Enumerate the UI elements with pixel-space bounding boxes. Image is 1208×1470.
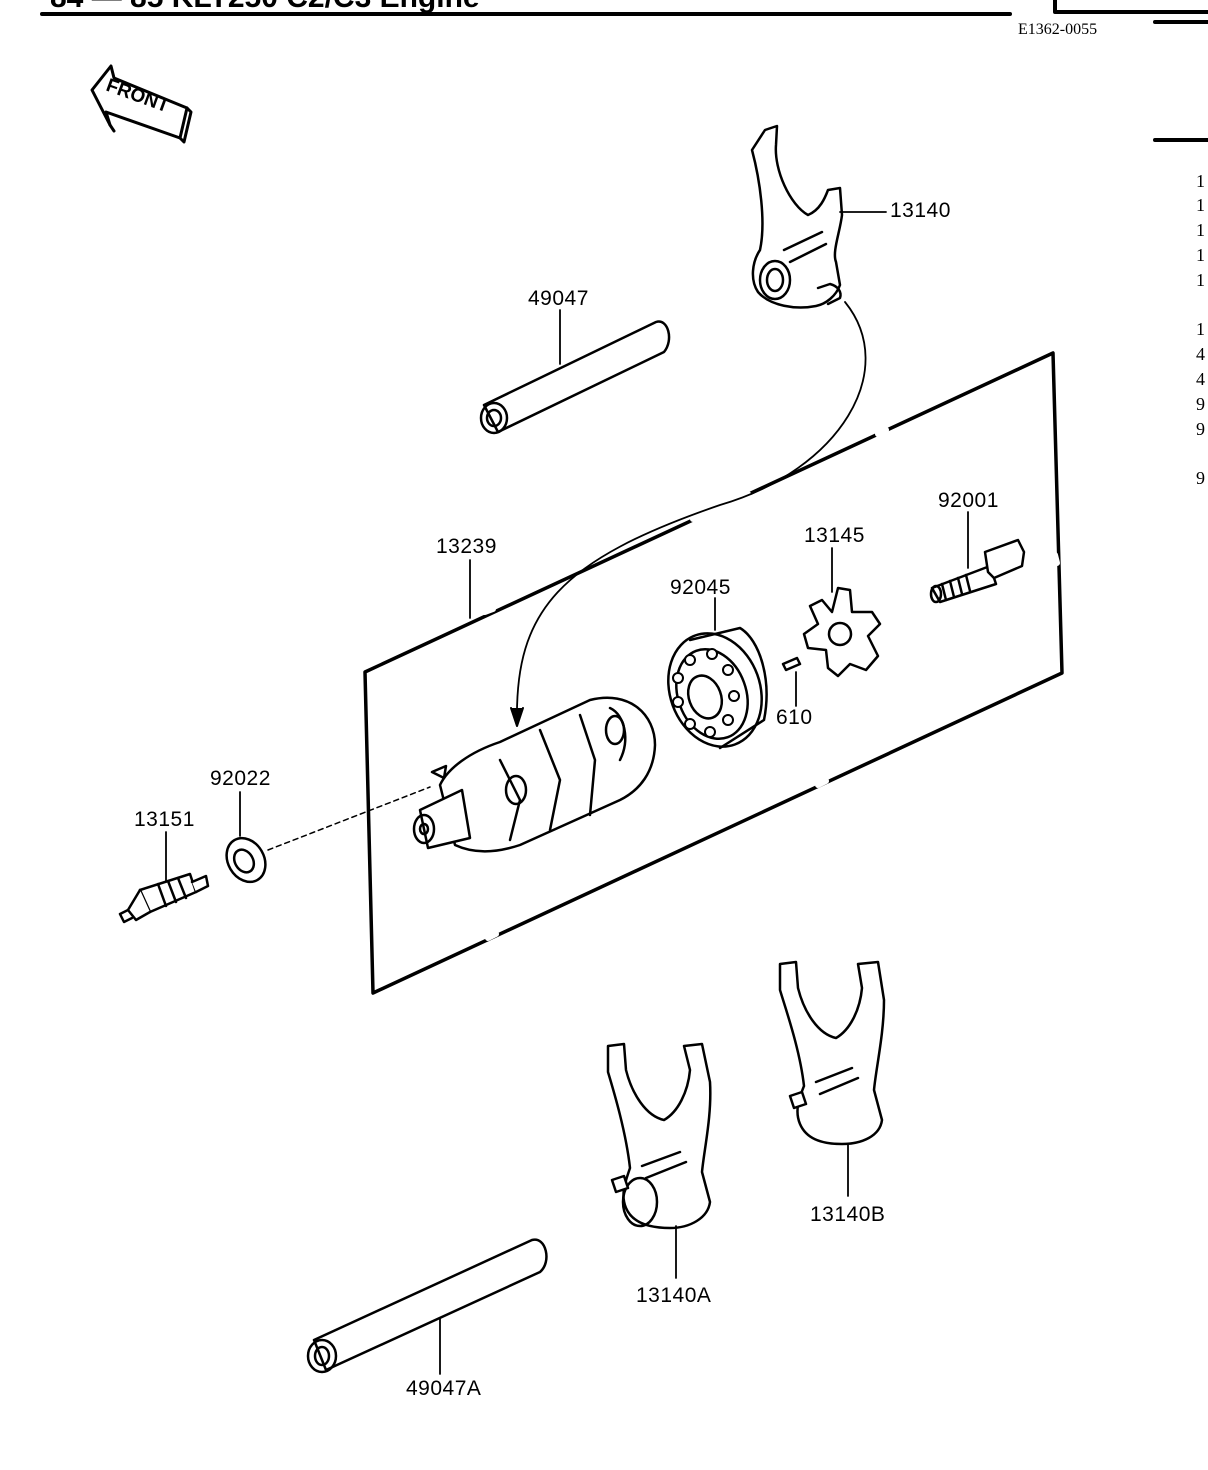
switch-13151 (118, 872, 210, 924)
pin-610 (781, 656, 802, 672)
shift-fork-13140A (606, 1042, 712, 1230)
side-list-item: 1 (1196, 319, 1205, 339)
bolt-92001 (929, 538, 1026, 604)
assembly-guide-curve (516, 301, 867, 723)
side-list-item: 1 (1196, 245, 1205, 265)
assembly-boundary (363, 351, 1064, 995)
part-label-13140B: 13140B (810, 1203, 886, 1226)
side-list-item: 9 (1196, 468, 1205, 488)
part-label-92001: 92001 (938, 489, 999, 512)
shift-fork-13140 (750, 124, 844, 309)
part-label-92045: 92045 (670, 576, 731, 599)
side-list-item: 1 (1196, 220, 1205, 240)
washer-92022 (225, 836, 267, 884)
side-list-item: 1 (1196, 171, 1205, 191)
star-plate-13145 (802, 586, 882, 678)
part-label-49047: 49047 (528, 287, 589, 310)
side-list-item: 1 (1196, 195, 1205, 215)
part-label-13140: 13140 (890, 199, 951, 222)
part-label-13145: 13145 (804, 524, 865, 547)
side-list-item: 9 (1196, 394, 1205, 414)
guide-arrowhead (510, 707, 524, 727)
side-list-item: 4 (1196, 369, 1205, 389)
part-label-49047A: 49047A (406, 1377, 482, 1400)
axis-dashed-line (267, 786, 431, 851)
shift-fork-13140B (778, 960, 886, 1146)
part-label-92022: 92022 (210, 767, 271, 790)
part-label-610: 610 (776, 706, 813, 729)
reference-code: E1362-0055 (1018, 21, 1098, 38)
side-list-item: 9 (1196, 419, 1205, 439)
front-arrow-icon: FRONT (90, 64, 193, 144)
shift-drum (412, 696, 657, 853)
header-box (1053, 0, 1208, 14)
page-title: 84 — 85 KLT250 C2/C3 Engine (50, 0, 480, 13)
shaft-49047A (306, 1238, 548, 1374)
side-list-item: 4 (1196, 344, 1205, 364)
shaft-49047 (479, 320, 671, 435)
bearing-92045 (667, 626, 768, 750)
side-list-item: 1 (1196, 270, 1205, 290)
part-label-13151: 13151 (134, 808, 195, 831)
part-label-13140A: 13140A (636, 1284, 712, 1307)
part-label-13239: 13239 (436, 535, 497, 558)
